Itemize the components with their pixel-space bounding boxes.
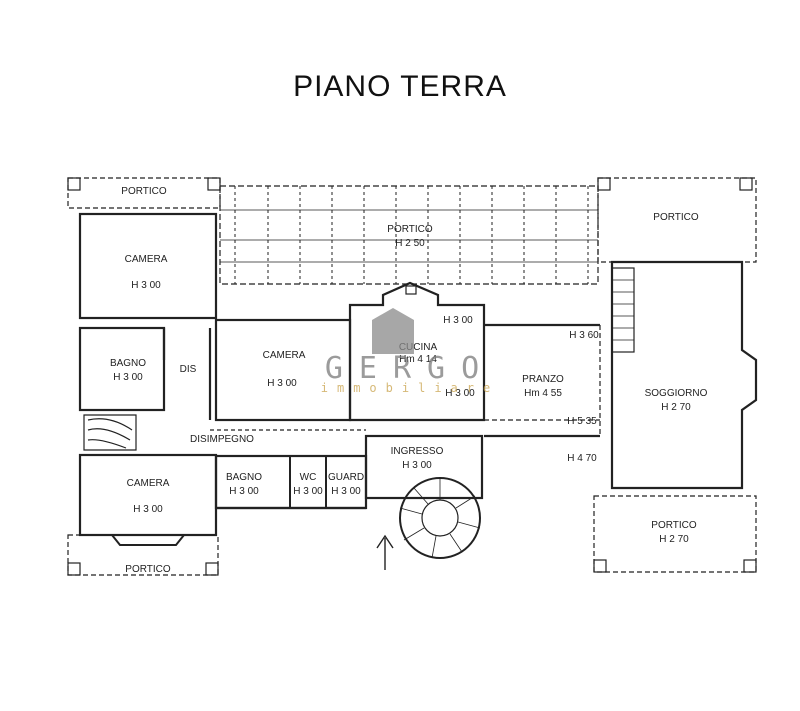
portico-sw-outline — [67, 534, 219, 576]
ingresso-label: INGRESSO — [391, 446, 444, 457]
guard-label: GUARD — [328, 472, 364, 483]
camera-3-height: H 3 00 — [133, 504, 163, 515]
portico-central-outline — [219, 185, 599, 285]
pranzo-label: PRANZO — [522, 374, 564, 385]
camera-2-label: CAMERA — [263, 350, 306, 361]
bagno-1-walls — [78, 326, 166, 412]
h360-label: H 3 60 — [569, 330, 599, 341]
camera-3-label: CAMERA — [127, 478, 170, 489]
cucina-walls — [348, 281, 486, 422]
soggiorno-height: H 2 70 — [661, 402, 691, 413]
portico-sw-label: PORTICO — [125, 564, 171, 575]
cucina-label: CUCINA — [399, 342, 438, 353]
ingresso-height: H 3 00 — [402, 460, 432, 471]
east-stair — [611, 267, 635, 353]
watermark-tagline: immobiliare — [321, 381, 499, 395]
soggiorno-walls — [610, 260, 758, 490]
guard-height: H 3 00 — [331, 486, 361, 497]
disimpegno-label: DISIMPEGNO — [190, 434, 254, 445]
cucina-mean-height: Hm 4 14 — [399, 354, 437, 365]
h470-label: H 4 70 — [567, 453, 597, 464]
portico-se-outline — [593, 495, 757, 573]
bagno-1-label: BAGNO — [110, 358, 146, 369]
portico-central-label: PORTICO — [387, 224, 433, 235]
watermark-brand: GERGO — [325, 351, 495, 386]
camera-1-height: H 3 00 — [131, 280, 161, 291]
west-stair — [83, 414, 137, 451]
cucina-top-height: H 3 00 — [443, 315, 473, 326]
camera-3-walls — [78, 453, 218, 537]
soggiorno-label: SOGGIORNO — [645, 388, 708, 399]
camera-1-label: CAMERA — [125, 254, 168, 265]
camera-2-height: H 3 00 — [267, 378, 297, 389]
bagno-2-label: BAGNO — [226, 472, 262, 483]
portico-nw-outline — [67, 177, 221, 209]
portico-se-height: H 2 70 — [659, 534, 689, 545]
gergo-watermark: GERGO immobiliare — [321, 308, 499, 395]
camera-1-walls — [78, 212, 218, 320]
bagno-2-height: H 3 00 — [229, 486, 259, 497]
portico-nw-label: PORTICO — [121, 186, 167, 197]
portico-central-height: H 2 50 — [395, 238, 425, 249]
cucina-height: H 3 00 — [445, 388, 475, 399]
portico-se-label: PORTICO — [651, 520, 697, 531]
bagno-1-height: H 3 00 — [113, 372, 143, 383]
wc-label: WC — [300, 472, 317, 483]
wc-height: H 3 00 — [293, 486, 323, 497]
dis-label: DIS — [180, 364, 197, 375]
plan-title: PIANO TERRA — [293, 70, 507, 103]
pranzo-mean-height: Hm 4 55 — [524, 388, 562, 399]
portico-ne-label: PORTICO — [653, 212, 699, 223]
h535-label: H 5 35 — [567, 416, 597, 427]
watermark-logo-icon — [372, 320, 414, 354]
